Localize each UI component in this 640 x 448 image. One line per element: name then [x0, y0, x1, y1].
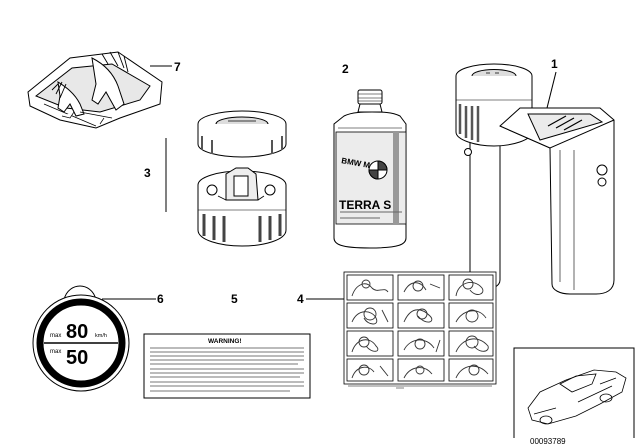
warning-label-heading: WARNING!	[208, 338, 242, 345]
speed-max-label-lower: max	[50, 349, 61, 355]
speed-unit-label: km/h	[95, 333, 107, 339]
leader-line-1	[546, 71, 557, 109]
gloves-illustration	[27, 51, 163, 129]
warning-label: WARNING!	[143, 333, 311, 399]
diagram-id: 00093789	[530, 437, 566, 446]
callout-4: 4	[297, 292, 304, 306]
callout-6: 6	[157, 292, 164, 306]
callout-2: 2	[342, 62, 349, 76]
speed-value-lower: 50	[66, 347, 88, 369]
speed-limit-sticker	[32, 285, 130, 392]
speed-value-upper: 80	[66, 321, 88, 343]
bottle-product-label: TERRA S	[339, 198, 391, 212]
vehicle-reference-thumbnail	[513, 347, 635, 438]
sealant-bottle	[333, 89, 407, 249]
callout-5: 5	[231, 292, 238, 306]
warning-text-lines	[150, 347, 304, 392]
compressor-unit	[455, 63, 615, 295]
sealant-cap-assembly	[197, 110, 287, 247]
speed-max-label-upper: max	[50, 333, 61, 339]
callout-7: 7	[174, 60, 181, 74]
callout-1: 1	[551, 57, 558, 71]
callout-3: 3	[144, 166, 151, 180]
instruction-pictogram-label	[343, 271, 497, 389]
